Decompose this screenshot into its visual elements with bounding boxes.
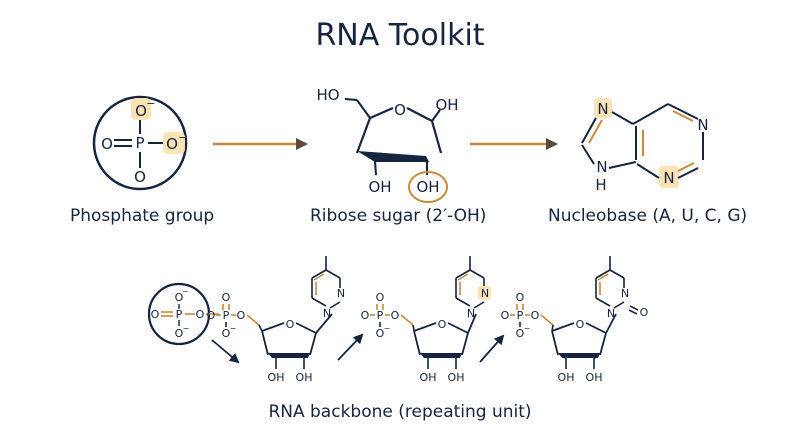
backbone-atom: P xyxy=(176,308,183,321)
backbone-atom: O xyxy=(501,309,510,322)
backbone-atom: P xyxy=(223,309,230,322)
backbone-atom: O xyxy=(222,291,231,304)
charge-minus: − xyxy=(230,324,237,333)
base-n9-h: H xyxy=(595,176,606,194)
backbone-atom: O xyxy=(286,318,295,331)
backbone-atom: N xyxy=(467,307,475,320)
backbone-arrow xyxy=(337,333,364,361)
ribose-oh-2prime: OH xyxy=(416,178,439,196)
caption-nucleobase: Nucleobase (A, U, C, G) xyxy=(548,206,748,226)
backbone-atom: N xyxy=(323,307,331,320)
phosphate-highlight-top xyxy=(131,98,151,120)
backbone-atom: O xyxy=(516,291,525,304)
backbone-atom: O xyxy=(237,309,246,322)
backbone-atom: O xyxy=(222,327,231,340)
backbone-atom: O xyxy=(175,291,184,304)
arrowhead-icon xyxy=(546,138,558,150)
backbone-atom: O xyxy=(151,308,160,321)
ribose-oh-1prime: OH xyxy=(435,96,458,114)
phosphate-o-bottom: O xyxy=(134,168,146,186)
backbone-atom: O xyxy=(196,308,205,321)
base-n9: N xyxy=(596,158,607,176)
backbone-atom: O xyxy=(376,327,385,340)
backbone-atom: N xyxy=(607,307,615,320)
phosphate-circle xyxy=(92,95,188,191)
backbone-atom: OH xyxy=(296,371,313,384)
nucleobase-purine: N N N N H xyxy=(581,98,709,194)
backbone-atom: OH xyxy=(268,371,285,384)
charge-minus: − xyxy=(146,97,155,110)
backbone-atom: O xyxy=(207,309,216,322)
backbone-atom: P xyxy=(517,309,524,322)
phosphate-o-left: O xyxy=(101,135,113,153)
backbone-atom: P xyxy=(377,309,384,322)
ribose-sugar: O HO OH OH OH xyxy=(316,86,459,203)
backbone-atom: OH xyxy=(586,371,603,384)
ribose-oh-3prime: OH xyxy=(368,178,391,196)
phosphate-o-right: O xyxy=(166,135,178,153)
backbone-atom: O xyxy=(376,291,385,304)
base-n1: N xyxy=(697,116,708,134)
phosphate-p: P xyxy=(135,134,144,152)
backbone-atom: N xyxy=(621,287,629,300)
diagram-title: RNA Toolkit xyxy=(315,18,485,53)
ring-oxygen: O xyxy=(394,101,406,119)
charge-minus: − xyxy=(182,287,189,296)
charge-minus: − xyxy=(183,324,190,333)
base-n7: N xyxy=(597,100,608,118)
base-n3: N xyxy=(663,169,674,187)
phosphate-group: O − P O O − O xyxy=(92,95,188,191)
phosphate-o-top: O xyxy=(135,102,147,120)
charge-minus: − xyxy=(384,324,391,333)
backbone-atom: OH xyxy=(558,371,575,384)
caption-phosphate-group: Phosphate group xyxy=(70,206,215,226)
backbone-atom: O xyxy=(438,318,447,331)
backbone-atom: O xyxy=(640,306,649,319)
backbone-atom: O xyxy=(361,309,370,322)
two-prime-oh-highlight xyxy=(408,171,448,203)
ribose-ho-5prime: HO xyxy=(316,86,339,104)
charge-minus: − xyxy=(178,131,187,144)
backbone-atom: O xyxy=(391,309,400,322)
arrowhead-icon xyxy=(296,138,308,150)
charge-minus: − xyxy=(524,324,531,333)
backbone-arrow xyxy=(211,339,240,364)
backbone-atom: O xyxy=(531,309,540,322)
backbone-atom: O xyxy=(516,327,525,340)
backbone-arrow xyxy=(479,334,505,363)
backbone-atom: O xyxy=(576,318,585,331)
backbone-atom: OH xyxy=(448,371,465,384)
phosphate-highlight-right xyxy=(163,132,185,154)
backbone-atom: N xyxy=(337,287,345,300)
backbone-atom: N xyxy=(481,287,489,300)
backbone-atom: O xyxy=(175,327,184,340)
caption-rna-backbone: RNA backbone (repeating unit) xyxy=(268,402,532,422)
caption-ribose-sugar: Ribose sugar (2′-OH) xyxy=(310,206,487,226)
backbone-atom: OH xyxy=(420,371,437,384)
